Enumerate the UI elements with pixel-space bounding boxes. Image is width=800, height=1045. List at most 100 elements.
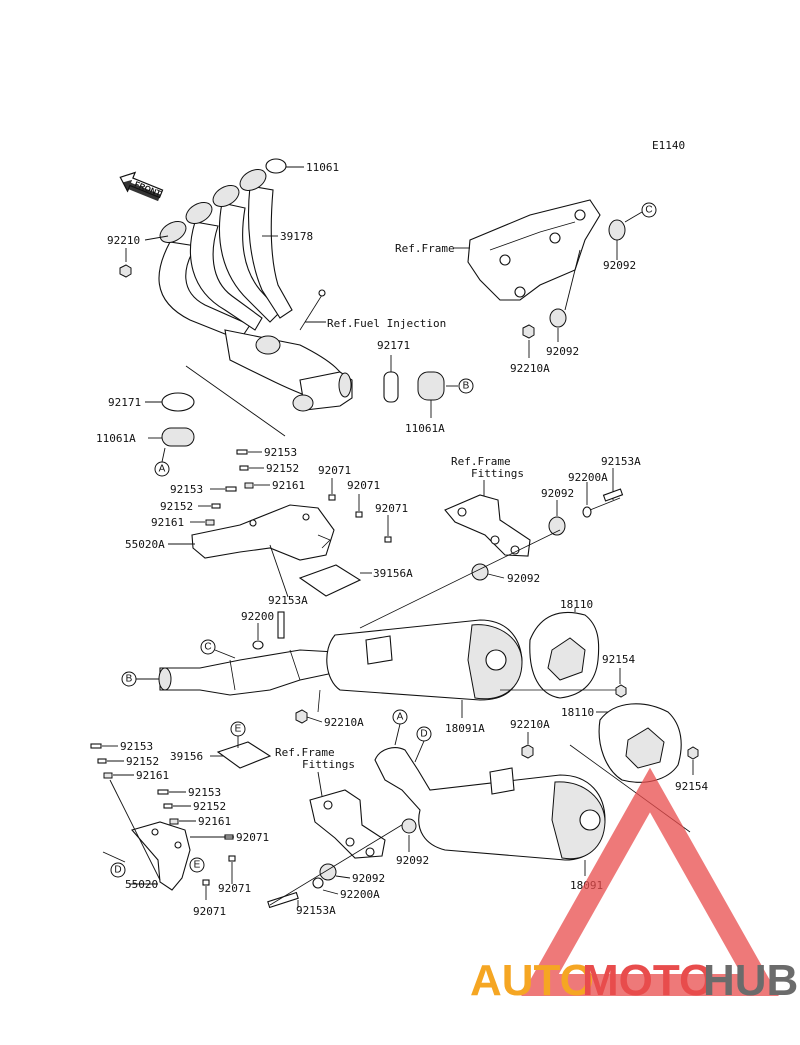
label-11061A-left: 11061A: [96, 432, 136, 445]
label-92200A-low: 92200A: [340, 888, 380, 901]
muffler-18091A: [326, 619, 523, 701]
svg-text:D: D: [114, 865, 121, 876]
nut-92210A-top: [522, 324, 535, 339]
svg-text:A: A: [159, 464, 166, 475]
label-92171-mid: 92171: [377, 339, 410, 352]
svg-text:E: E: [235, 724, 242, 735]
label-92200A-right: 92200A: [568, 471, 608, 484]
label-92153-d: 92153: [188, 786, 221, 799]
label-ref-frame-fittings-1a: Ref.Frame: [451, 455, 511, 468]
label-92161-b: 92161: [151, 516, 184, 529]
svg-text:E: E: [194, 860, 201, 871]
label-92153-c: 92153: [120, 740, 153, 753]
end-cap-18110-a: [529, 611, 600, 699]
front-arrow-icon: FRONT: [119, 171, 164, 202]
label-92210: 92210: [107, 234, 140, 247]
clip-92152-a: [239, 465, 249, 471]
label-92071-b: 92071: [347, 479, 380, 492]
collar-92071-b: [355, 511, 363, 518]
screw-92153-a: [236, 449, 248, 455]
label-92171-left: 92171: [108, 396, 141, 409]
label-39178: 39178: [280, 230, 313, 243]
footrest-bracket-upper: [444, 494, 531, 557]
label-92153-b: 92153: [170, 483, 203, 496]
label-92210A-mid: 92210A: [324, 716, 364, 729]
label-39156A: 39156A: [373, 567, 413, 580]
label-92152-a: 92152: [266, 462, 299, 475]
label-39156: 39156: [170, 750, 203, 763]
screw-92153-c: [90, 743, 102, 749]
clip-92152-d: [163, 803, 173, 809]
label-92161-c: 92161: [136, 769, 169, 782]
collar-92071-e: [228, 855, 236, 862]
label-92092-top-mid: 92092: [546, 345, 579, 358]
label-ref-frame-fittings-1b: Fittings: [471, 467, 524, 480]
label-11061: 11061: [306, 161, 339, 174]
collar-92071-a: [328, 494, 336, 501]
label-92210A-low: 92210A: [510, 718, 550, 731]
washer-92200: [252, 640, 264, 650]
washer-92200A-right: [582, 506, 592, 518]
grommet-92092-b: [549, 308, 567, 328]
nut-92210A-low: [521, 744, 534, 759]
gasket-11061A-mid: [417, 371, 445, 401]
label-11061A-mid: 11061A: [405, 422, 445, 435]
label-92092-low2: 92092: [352, 872, 385, 885]
clip-92152-b: [211, 503, 221, 509]
nut-92210: [119, 264, 132, 278]
label-92161-a: 92161: [272, 479, 305, 492]
clamp-92171-left: [161, 392, 195, 412]
link-pipe: [158, 649, 339, 696]
screw-92153-d: [157, 789, 169, 795]
label-92152-b: 92152: [160, 500, 193, 513]
label-92161-d: 92161: [198, 815, 231, 828]
collar-92071-f: [202, 879, 210, 886]
label-ref-frame-fittings-2a: Ref.Frame: [275, 746, 335, 759]
label-92152-d: 92152: [193, 800, 226, 813]
heat-shield-55020: [131, 821, 191, 891]
gasket-11061A-left: [161, 427, 195, 447]
grommet-92092-mid: [471, 563, 489, 581]
automotohub-watermark-logo: AUTO MOTO HUB: [470, 767, 798, 1005]
watermark-auto: AUTO: [470, 956, 594, 1005]
svg-text:B: B: [126, 674, 133, 685]
nut-92210A-mid: [295, 709, 308, 724]
label-92154-b: 92154: [675, 780, 708, 793]
label-92092-low: 92092: [396, 854, 429, 867]
nut-92154-a: [615, 684, 627, 698]
callout-C-top: [641, 202, 657, 218]
svg-text:C: C: [645, 205, 652, 216]
label-92153A-low: 92153A: [296, 904, 336, 917]
nut-92154-b: [687, 746, 699, 760]
muffler-18091: [374, 747, 606, 861]
bolt-92153A-mid: [277, 611, 285, 639]
washer-92200A-low: [312, 877, 324, 889]
label-ref-fuel-injection: Ref.Fuel Injection: [327, 317, 446, 330]
label-92152-c: 92152: [126, 755, 159, 768]
grommet-92161-c: [103, 772, 113, 779]
frame-bracket-top: [467, 199, 601, 301]
callout-E-left: [189, 857, 205, 873]
label-92092-right: 92092: [541, 487, 574, 500]
bolt-92153A-low: [267, 891, 299, 909]
grommet-92092-low2: [319, 863, 337, 881]
callout-C-mid: [200, 639, 216, 655]
heat-shield-55020A: [191, 504, 335, 561]
grommet-92092-right: [548, 516, 566, 536]
label-92092-mid: 92092: [507, 572, 540, 585]
svg-text:D: D: [420, 729, 427, 740]
label-92071-d: 92071: [236, 831, 269, 844]
label-92071-c: 92071: [375, 502, 408, 515]
exhaust-header-pipes: [158, 169, 353, 412]
insulator-39156: [216, 741, 272, 769]
label-18091A: 18091A: [445, 722, 485, 735]
insulator-39156A: [298, 564, 362, 597]
label-18110-b: 18110: [561, 706, 594, 719]
label-92154-a: 92154: [602, 653, 635, 666]
grommet-92161-d: [169, 818, 179, 825]
watermark-moto: MOTO: [582, 956, 713, 1005]
label-92071-a: 92071: [318, 464, 351, 477]
label-ref-frame: Ref.Frame: [395, 242, 455, 255]
